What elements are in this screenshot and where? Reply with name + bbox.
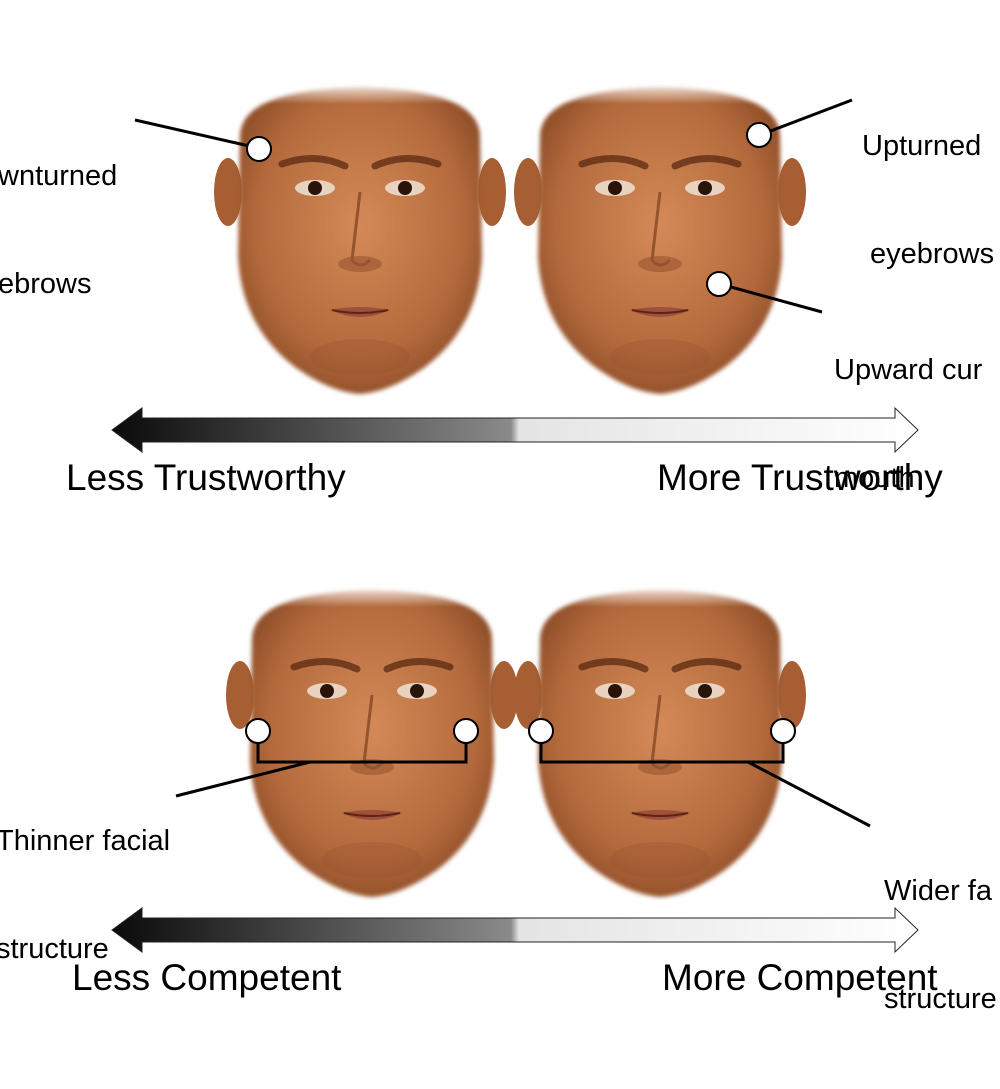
figure-graphics [111, 0, 919, 954]
less-competent-label: Less Competent [72, 957, 342, 998]
more-competent-face [514, 585, 806, 897]
upward-mouth-marker [706, 271, 732, 297]
more-trustworthy-label: More Trustworthy [657, 457, 943, 498]
figure: wnturned ebrows Upturned eyebrows Upward… [0, 0, 997, 1015]
downturned-eyebrows-label: wnturned ebrows [0, 160, 118, 300]
upturned-eyebrow-marker [746, 122, 772, 148]
thinner-left-marker [245, 718, 271, 744]
wider-right-marker [770, 718, 796, 744]
trust-scale-arrow [111, 406, 919, 454]
upward-mouth-label: Upward cur mouth [834, 354, 983, 494]
competence-scale-arrow [111, 906, 919, 954]
more-competent-label: More Competent [662, 957, 938, 998]
competence-panel [111, 585, 919, 954]
wider-left-marker [528, 718, 554, 744]
trust-panel [111, 82, 919, 454]
wider-facial-structure-label: Wider fa structure [884, 875, 997, 1015]
less-trustworthy-label: Less Trustworthy [66, 457, 346, 498]
upturned-eyebrows-label: Upturned eyebrows [862, 130, 995, 270]
thinner-right-marker [453, 718, 479, 744]
downturned-eyebrow-marker [246, 136, 272, 162]
less-trustworthy-face [214, 82, 506, 394]
thinner-facial-structure-label: Thinner facial structure [0, 825, 171, 965]
